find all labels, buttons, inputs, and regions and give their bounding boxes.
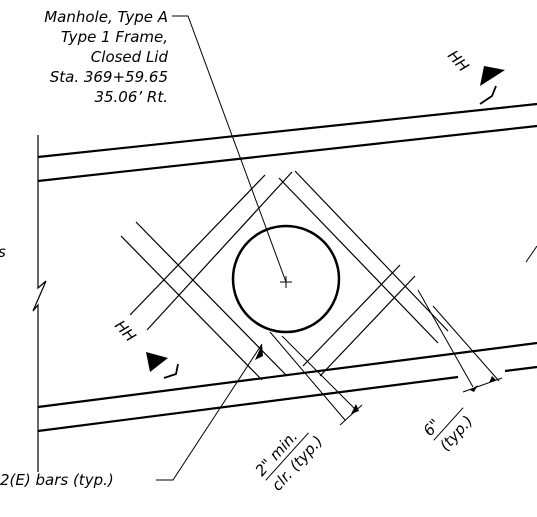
spacing-label-line-2: (typ.) bbox=[436, 412, 477, 454]
callout-line-3: Closed Lid bbox=[91, 48, 169, 66]
break-line bbox=[32, 135, 47, 472]
bars-label: 2(E) bars (typ.) bbox=[0, 471, 114, 489]
top-edge-lines bbox=[37, 102, 537, 183]
callout-leader bbox=[172, 15, 287, 283]
callout-line-2: Type 1 Frame, bbox=[61, 28, 168, 46]
partial-right-mark bbox=[525, 245, 537, 263]
callout-line-5: 35.06’ Rt. bbox=[94, 88, 168, 106]
partial-left-label: s bbox=[0, 243, 6, 261]
manhole-circle bbox=[231, 224, 341, 334]
callout-line-1: Manhole, Type A bbox=[44, 8, 168, 26]
clearance-label-group: 2" min. clr. (typ.) bbox=[252, 427, 327, 494]
spacing-label-group: 6" (typ.) bbox=[420, 407, 477, 454]
section-mark-bottom: HH bbox=[111, 317, 179, 379]
clearance-dimension bbox=[269, 331, 363, 426]
bars-leader bbox=[156, 343, 263, 481]
callout-line-4: Sta. 369+59.65 bbox=[50, 68, 168, 86]
section-mark-top: HH bbox=[444, 47, 505, 105]
manhole-center-mark bbox=[280, 276, 292, 288]
bars-callout: 2(E) bars (typ.) bbox=[0, 343, 263, 489]
section-mark-top-label: HH bbox=[444, 47, 472, 76]
manhole-callout: Manhole, Type A Type 1 Frame, Closed Lid… bbox=[44, 8, 168, 106]
section-arrow-bottom bbox=[146, 352, 168, 372]
section-arrow-top bbox=[480, 66, 505, 86]
section-mark-bottom-label: HH bbox=[111, 317, 139, 346]
spacing-dimension bbox=[417, 289, 503, 393]
